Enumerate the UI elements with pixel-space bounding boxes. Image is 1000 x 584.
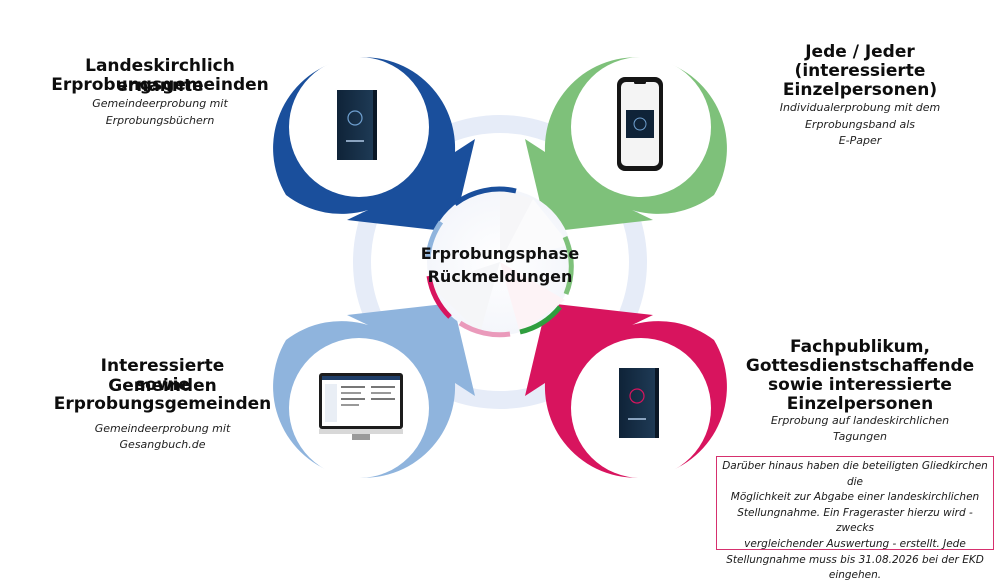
note-line: eingehen. <box>828 569 882 582</box>
center-facet <box>500 262 565 333</box>
group-title-line: Erprobungsgemeinden <box>51 75 269 95</box>
group-title-line: Einzelpersonen <box>786 394 934 414</box>
monitor-icon <box>319 373 403 440</box>
center-label-line1: Erprobungsphase <box>420 244 580 263</box>
group-title-line: (interessierte <box>794 61 926 81</box>
center-facet <box>500 189 533 262</box>
diagram-canvas <box>273 57 727 478</box>
center-arc-magenta <box>426 275 452 319</box>
center-arc-green <box>519 305 562 335</box>
group-top-left-node <box>273 57 475 232</box>
group-title-line: sowie <box>135 375 190 395</box>
center-facet <box>500 199 570 262</box>
note-line: Stellungnahme. Ein Frageraster hierzu wi… <box>737 506 973 535</box>
group-title-line: Erprobungsgemeinden <box>53 394 272 414</box>
group-bottom-left-node <box>273 303 475 478</box>
group-subtitle-line: E-Paper <box>838 134 882 147</box>
group-title-line: Gottesdienstschaffende <box>745 356 975 376</box>
group-subtitle-line: Erprobung auf landeskirchlichen <box>770 414 950 427</box>
group-title-line: Interessierte Gemeinden <box>100 356 225 396</box>
note-box: Darüber hinaus haben die beteiligten Gli… <box>716 456 994 581</box>
note-line: Darüber hinaus haben die beteiligten Gli… <box>722 460 988 488</box>
group-subtitle-line: Gesangbuch.de <box>119 438 206 451</box>
group-title-line: Landeskirchlich ernannte <box>85 56 235 96</box>
background-ring <box>353 115 647 409</box>
book-icon <box>619 368 659 438</box>
note-line: vergleichender Auswertung - erstellt. Je… <box>744 537 966 550</box>
center-arc-blue <box>453 186 517 207</box>
phone-icon <box>617 77 663 171</box>
book-icon <box>337 90 377 160</box>
center-arc-green-light <box>562 235 574 295</box>
center-arc-pink <box>458 320 511 338</box>
group-title-line: Einzelpersonen) <box>782 80 938 100</box>
group-subtitle-line: Erprobungsband als <box>804 118 916 131</box>
note-line: Möglichkeit zur Abgabe einer landeskirch… <box>730 491 980 504</box>
group-subtitle-line: Gemeindeerprobung mit <box>92 97 228 110</box>
group-title-line: Fachpublikum, <box>790 337 930 357</box>
group-top-right-node <box>525 57 727 233</box>
group-subtitle-line: Individualerprobung mit dem <box>779 101 941 114</box>
group-subtitle-line: Erprobungsbüchern <box>105 114 215 127</box>
center-arc-light-blue <box>425 220 444 259</box>
group-subtitle-line: Gemeindeerprobung mit <box>94 422 231 435</box>
group-bottom-right-node <box>525 303 727 478</box>
center-label-line2: Rückmeldungen <box>427 267 573 286</box>
center-facet <box>430 262 500 333</box>
group-subtitle-line: Tagungen <box>833 430 887 443</box>
group-title-line: Jede / Jeder <box>805 42 915 62</box>
group-title-line: sowie interessierte <box>768 375 952 395</box>
center-hub <box>425 186 574 338</box>
note-line: Stellungnahme muss bis 31.08.2026 bei de… <box>726 553 984 566</box>
